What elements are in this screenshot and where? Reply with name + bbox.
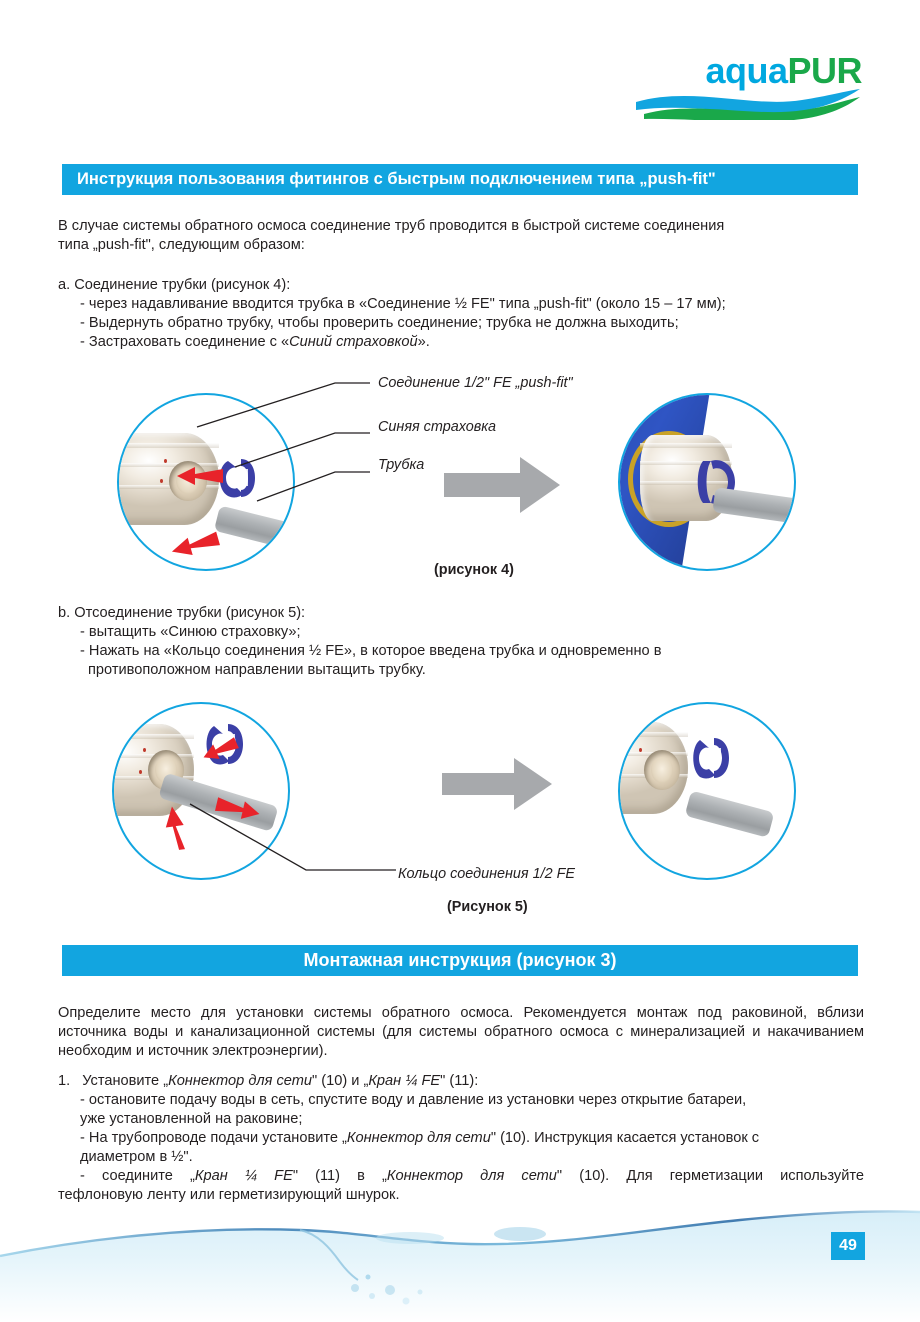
intro-paragraph: В случае системы обратного осмоса соедин… [58,217,864,255]
section-a-bullet-2: - Выдернуть обратно трубку, чтобы провер… [80,315,679,331]
section-a-bullet-3: - Застраховать соединение с «Синий страх… [58,333,864,352]
section-b: b. Отсоединение трубки (рисунок 5): - вы… [58,604,864,680]
red-arrow-insert-clip [175,465,225,487]
figure-5-leader-line [178,800,398,878]
section-a-bullet-3-prefix: - Застраховать соединение с « [80,334,290,350]
section-a-bullet-3-suffix: ». [417,334,430,350]
water-tube-detached [684,790,775,838]
logo-wordmark: aquaPUR [632,52,862,90]
figure-5-label-ring: Кольцо соединения 1/2 FE [398,866,576,882]
mounting-sub-2-term: Коннектор для сети [346,1130,491,1146]
figure-4-transition-arrow-icon [444,455,560,515]
figure-5-right-photo [618,702,796,880]
red-arrow-pull-tube [212,793,264,825]
mounting-sub-3-prefix: - соедините „ [80,1168,195,1184]
mounting-paragraph: Определите место для установки системы о… [58,1005,864,1059]
mounting-sub-2-line-1: - На трубопроводе подачи установите „Кон… [58,1129,864,1148]
mounting-sub-3-line-1: - соедините „Кран ¼ FE" (11) в „Коннекто… [58,1167,864,1186]
section-a-bullet-1: - через надавливание вводится трубка в «… [80,296,726,312]
mounting-sub-2-prefix: - На трубопроводе подачи установите „ [80,1130,347,1146]
mounting-item-1: 1. Установите „Коннектор для сети" (10) … [58,1072,864,1091]
push-fit-connector-body-fig5 [114,724,194,816]
mounting-item-1-term-1: Коннектор для сети [168,1073,312,1089]
push-fit-connector-installed [640,435,732,521]
mounting-list: 1. Установите „Коннектор для сети" (10) … [58,1072,864,1205]
mounting-sub-3-term-1: Кран ¼ FE [194,1168,293,1184]
water-wave-illustration [0,1210,920,1322]
blue-safety-clip [214,453,264,503]
mounting-item-1-term-2: Кран ¼ FE [368,1073,441,1089]
page-number-badge: 49 [831,1232,865,1260]
brand-logo: aquaPUR [632,52,862,120]
intro-line-1: В случае системы обратного осмоса соедин… [58,218,725,234]
mounting-sub-3-mid-1: " (11) в „ [292,1168,387,1184]
mounting-sub-3-line-2: тефлоновую ленту или герметизирующий шну… [58,1187,400,1203]
mounting-sub-3-mid-2: " (10). Для герметизации используйте [556,1168,865,1184]
section-banner-mounting: Монтажная инструкция (рисунок 3) [62,945,858,976]
section-a: a. Соединение трубки (рисунок 4): - чере… [58,276,864,352]
section-a-bullet-3-emphasis: Синий страховкой [289,334,418,350]
mounting-sub-2-mid: " (10). Инструкция касается установок с [490,1130,760,1146]
water-tube [213,505,293,552]
section-a-heading: a. Соединение трубки (рисунок 4): [58,277,291,293]
figure-4-label-connector: Соединение 1/2" FE „push-fit" [378,375,573,391]
section-b-heading: b. Отсоединение трубки (рисунок 5): [58,605,306,621]
mounting-sub-1-line-2: уже установленной на раковине; [80,1111,303,1127]
section-b-bullet-2: - Нажать на «Кольцо соединения ½ FE», в … [80,643,662,659]
intro-line-2: типа „push-fit", следующим образом: [58,237,305,253]
red-arrow-press-ring [162,804,192,852]
mounting-item-1-mid: " (10) и „ [312,1073,369,1089]
section-b-bullet-2-cont: противоположном направлении вытащить тру… [88,662,426,678]
figure-5-left-photo [112,702,290,880]
figure-4-caption: (рисунок 4) [434,562,514,578]
mounting-sub-1-line-1: - остановите подачу воды в сеть, спустит… [80,1092,747,1108]
figure-5-caption: (Рисунок 5) [447,899,528,915]
figure-5-transition-arrow-icon [442,756,552,812]
footer-wave-graphic: 49 [0,1204,920,1322]
mounting-item-1-number: 1. [58,1073,71,1089]
mounting-item-1-prefix: Установите „ [82,1073,169,1089]
blue-safety-clip-removed [690,732,734,784]
push-fit-connector-detached [620,722,688,814]
figure-4-right-photo [618,393,796,571]
mounting-item-1-suffix: " (11): [440,1073,479,1089]
red-arrow-insert-tube [167,526,224,563]
figure-4-leader-lines [175,375,375,505]
section-banner-fittings: Инструкция пользования фитингов с быстры… [62,164,858,195]
red-arrow-press-clip [198,733,243,768]
mounting-sub-3-term-2: Коннектор для сети [386,1168,557,1184]
logo-text-aqua: aqua [705,50,788,91]
section-b-bullet-1: - вытащить «Синюю страховку»; [80,624,301,640]
water-tube-installed [712,487,794,525]
figure-4-label-tube: Трубка [378,457,425,473]
figure-4-left-photo [117,393,295,571]
figure-4-label-clip: Синяя страховка [378,419,497,435]
mounting-sub-2-line-2: диаметром в ½". [80,1149,193,1165]
logo-swoosh-icon [636,89,860,120]
logo-text-pur: PUR [787,50,862,91]
